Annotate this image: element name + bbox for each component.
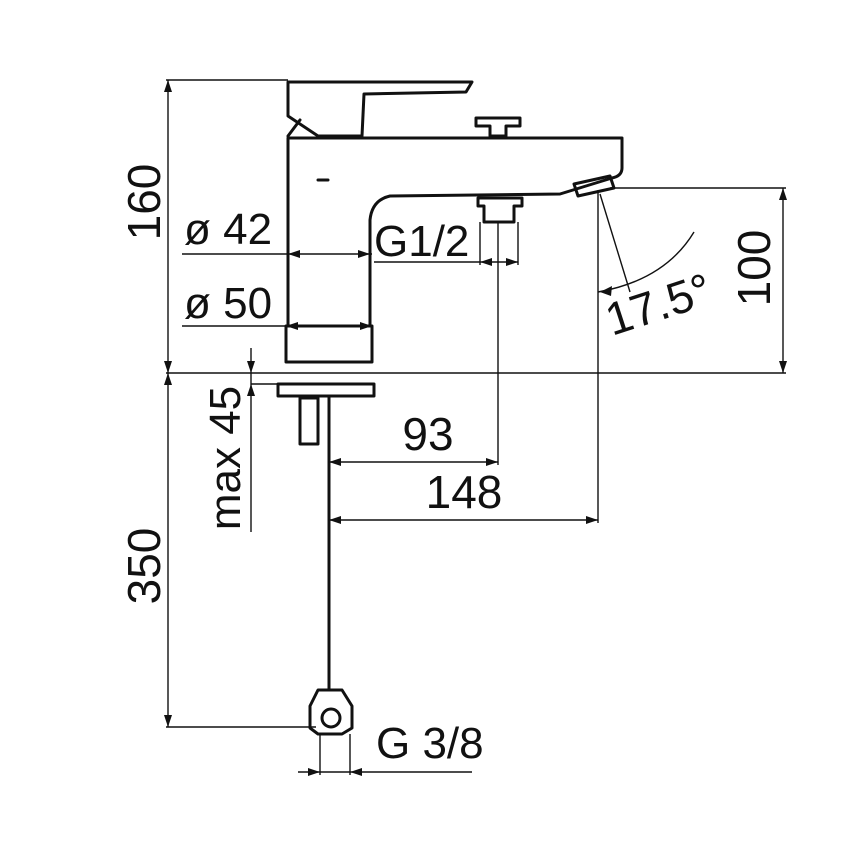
arrow-148-right xyxy=(586,516,598,524)
arrow-160-top xyxy=(164,80,172,92)
arrow-100-bottom xyxy=(779,361,787,373)
diverter-knob xyxy=(474,116,522,138)
mounting-washer xyxy=(276,382,376,398)
arrow-g12-right xyxy=(506,258,518,266)
dimension-lines xyxy=(166,79,786,775)
label-spout-reach: 148 xyxy=(426,466,503,518)
lever-handle xyxy=(286,80,474,138)
label-max-mount: max 45 xyxy=(201,386,250,530)
label-spout-height: 100 xyxy=(728,230,780,307)
arrow-160-bottom xyxy=(164,361,172,373)
arrow-dia42-left xyxy=(288,250,300,258)
arrow-angle xyxy=(600,286,612,296)
label-hose-length: 350 xyxy=(118,528,170,605)
arrow-dia42-right xyxy=(358,250,370,258)
label-hose-thread: G 3/8 xyxy=(376,719,484,768)
arrow-dia50-right xyxy=(360,322,372,330)
faucet-main-body xyxy=(286,136,624,328)
arrow-g38-left xyxy=(308,768,320,776)
arrow-max45-top xyxy=(247,361,255,373)
fixing-stud xyxy=(298,396,320,446)
arrow-93-right xyxy=(486,458,498,466)
base-ring xyxy=(284,324,374,364)
arrow-148-left xyxy=(329,516,341,524)
spout-outlet xyxy=(476,196,524,224)
arrow-100-top xyxy=(779,188,787,200)
hose-nut-bore xyxy=(320,707,342,729)
lever-neck xyxy=(286,118,302,138)
arrowheads xyxy=(164,80,787,776)
arrow-g38-right xyxy=(350,768,362,776)
label-dia-base: ø 50 xyxy=(184,279,272,328)
label-dia-top: ø 42 xyxy=(184,205,272,254)
label-height-total: 160 xyxy=(118,164,170,241)
arrow-dia50-left xyxy=(286,322,298,330)
label-outlet-reach: 93 xyxy=(402,408,453,460)
hose-nut xyxy=(308,688,354,736)
arrow-93-left xyxy=(329,458,341,466)
label-spout-thread: G1/2 xyxy=(374,217,469,266)
arrow-g12-left xyxy=(480,258,492,266)
angle-leg xyxy=(599,193,631,293)
arrow-350-bottom xyxy=(164,715,172,727)
arrow-350-top xyxy=(164,373,172,385)
angle-arc xyxy=(597,231,695,293)
dimension-labels: 160 ø 42 ø 50 G1/2 17.5° 100 max 45 350 … xyxy=(118,164,780,768)
arrow-max45-bottom xyxy=(247,384,255,396)
label-spout-angle: 17.5° xyxy=(599,263,718,346)
